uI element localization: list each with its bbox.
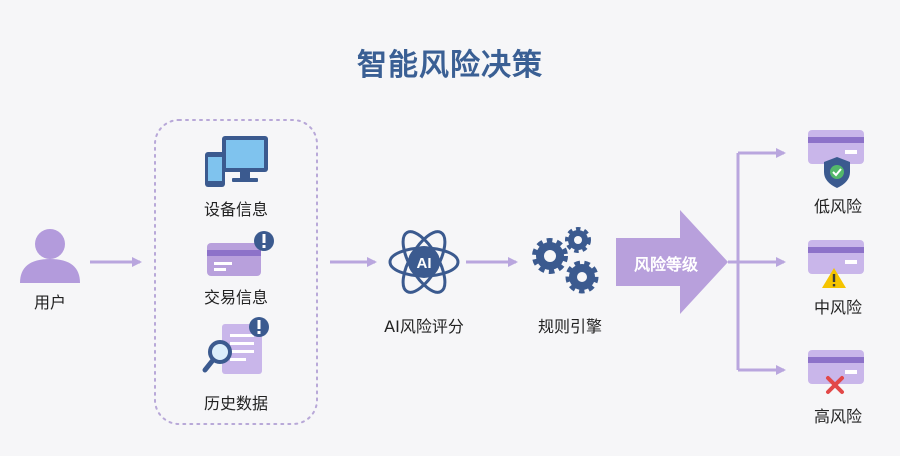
high-risk-card-icon [808, 350, 864, 384]
history-document-icon [222, 324, 262, 374]
user-label: 用户 [33, 293, 66, 312]
ai-badge-text: AI [417, 255, 432, 272]
transaction-info-label: 交易信息 [203, 288, 268, 307]
cross-icon [826, 376, 844, 394]
rule-engine-label: 规则引擎 [537, 317, 602, 336]
alert-icon [254, 231, 274, 251]
history-data-label: 历史数据 [203, 394, 268, 413]
gears-icon [532, 227, 599, 294]
ai-scoring-label: AI风险评分 [384, 317, 464, 336]
diagram-title: 智能风险决策 [357, 48, 543, 83]
medium-risk-label: 中风险 [813, 298, 862, 317]
low-risk-label: 低风险 [813, 197, 862, 216]
alert-icon [249, 317, 269, 337]
data-sources-group [154, 119, 318, 425]
ai-atom-icon: AI [388, 230, 460, 294]
risk-level-arrow [616, 210, 728, 314]
high-risk-label: 高风险 [813, 407, 862, 426]
warning-icon [822, 268, 846, 288]
shield-check-icon [824, 157, 850, 188]
device-icon [205, 136, 268, 187]
risk-level-label: 风险等级 [633, 255, 698, 274]
branch-connectors [728, 153, 740, 370]
device-info-label: 设备信息 [203, 200, 268, 219]
magnifier-icon [202, 340, 232, 373]
transaction-card-icon [207, 243, 261, 276]
user-icon [20, 229, 80, 283]
low-risk-card-icon [808, 130, 864, 164]
medium-risk-card-icon [808, 240, 864, 274]
